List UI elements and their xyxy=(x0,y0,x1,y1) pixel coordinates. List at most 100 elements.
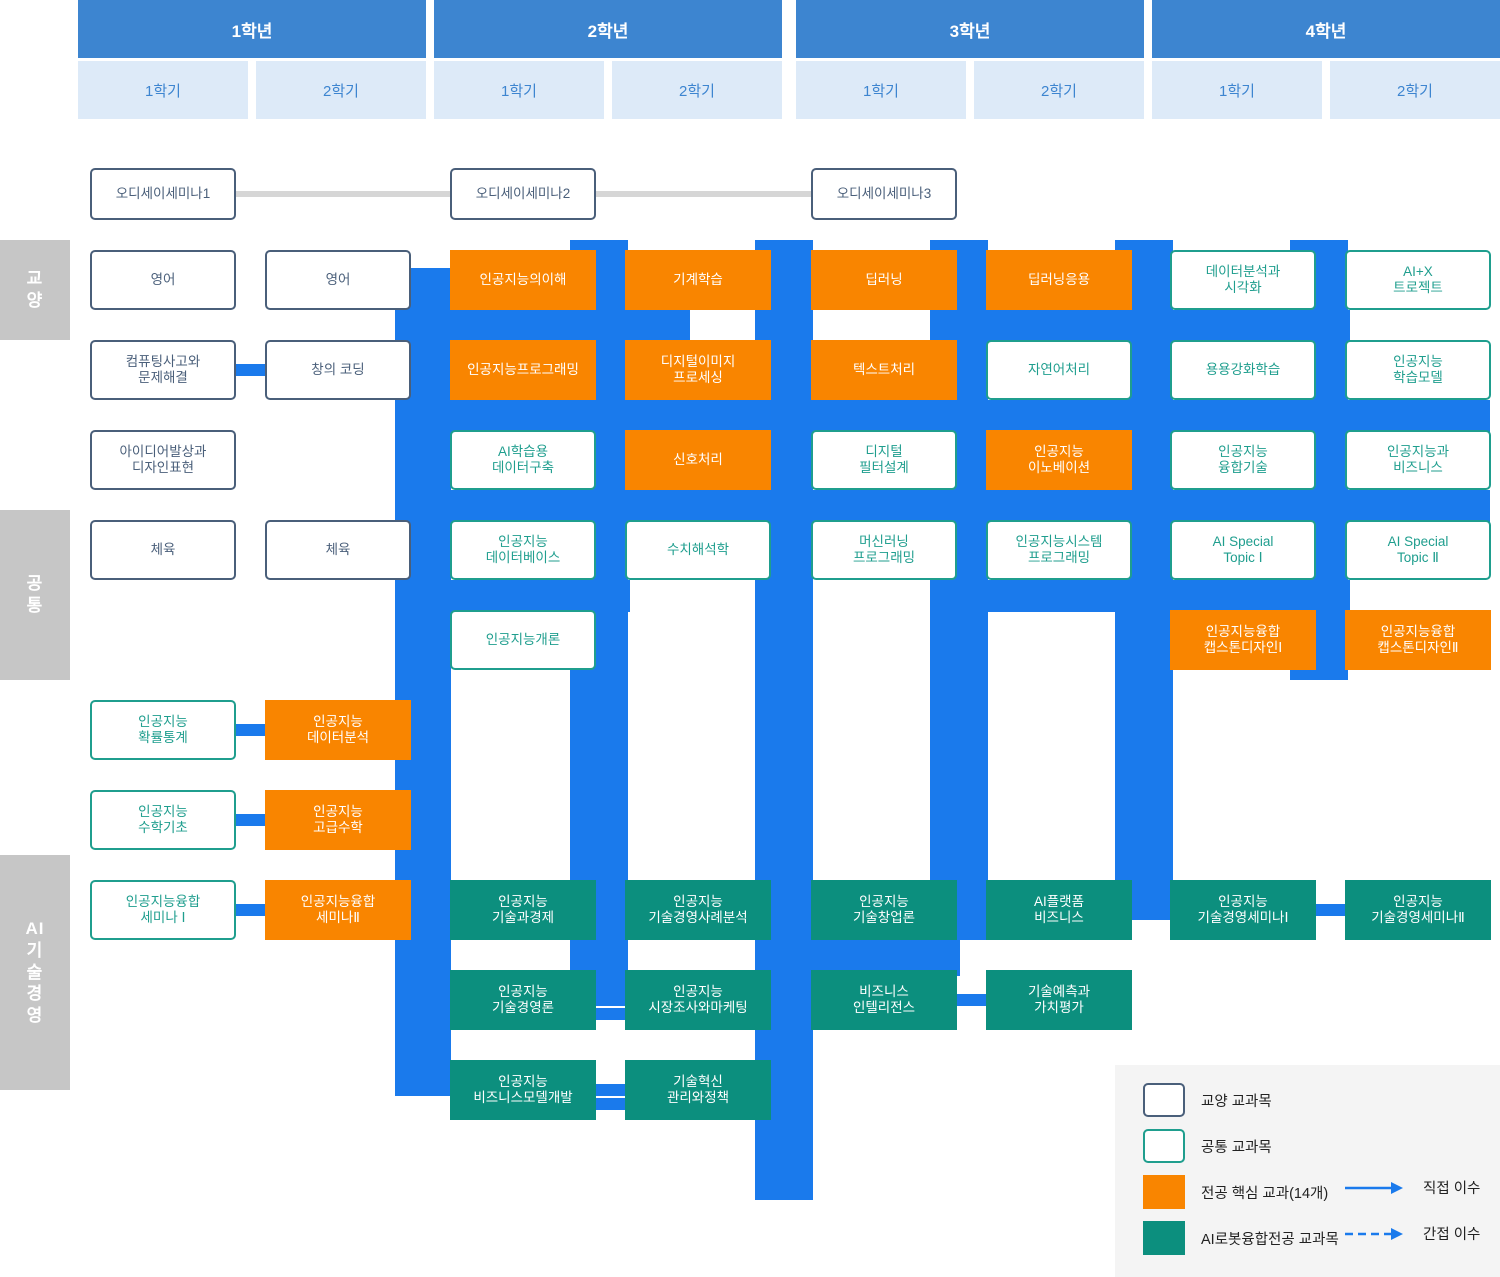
course-box[interactable]: 디지털이미지 프로세싱 xyxy=(625,340,771,400)
course-box[interactable]: 인공지능 기술경영사례분석 xyxy=(625,880,771,940)
course-box[interactable]: AI Special Topic Ⅰ xyxy=(1170,520,1316,580)
course-box[interactable]: 인공지능 기술경영세미나Ⅰ xyxy=(1170,880,1316,940)
course-box[interactable]: 인공지능 수학기초 xyxy=(90,790,236,850)
connector-band xyxy=(1316,904,1346,916)
connector-band xyxy=(596,542,626,554)
course-box[interactable]: 체육 xyxy=(90,520,236,580)
course-box[interactable]: 인공지능시스템 프로그래밍 xyxy=(986,520,1132,580)
connector-band xyxy=(430,580,630,612)
legend-swatch-airobot xyxy=(1143,1221,1185,1255)
year-header-4: 4학년 xyxy=(1152,0,1500,58)
course-box[interactable]: 영어 xyxy=(265,250,411,310)
connector-band xyxy=(236,724,266,736)
course-box[interactable]: 체육 xyxy=(265,520,411,580)
course-box[interactable]: 오디세이세미나2 xyxy=(450,168,596,220)
connector-band xyxy=(1132,904,1172,916)
connector-band xyxy=(957,272,987,284)
course-box[interactable]: 컴퓨팅사고와 문제해결 xyxy=(90,340,236,400)
course-box[interactable]: AI Special Topic Ⅱ xyxy=(1345,520,1491,580)
course-box[interactable]: 인공지능개론 xyxy=(450,610,596,670)
category-char: 영 xyxy=(26,1006,44,1026)
semester-header-5: 1학기 xyxy=(796,61,966,119)
course-box[interactable]: 인공지능 데이터베이스 xyxy=(450,520,596,580)
connector-band xyxy=(957,372,987,380)
legend-label: AI로봇융합전공 교과목 xyxy=(1201,1231,1339,1248)
connector-band xyxy=(1316,272,1346,284)
connector-band xyxy=(1132,362,1172,374)
course-box[interactable]: 영어 xyxy=(90,250,236,310)
course-box[interactable]: 딥러닝응용 xyxy=(986,250,1132,310)
course-box[interactable]: 텍스트처리 xyxy=(811,340,957,400)
course-box[interactable]: 인공지능 기술창업론 xyxy=(811,880,957,940)
course-box[interactable]: 인공지능융합 캡스톤디자인Ⅰ xyxy=(1170,610,1316,670)
course-box[interactable]: 데이터분석과 시각화 xyxy=(1170,250,1316,310)
semester-header-3: 1학기 xyxy=(434,61,604,119)
course-box[interactable]: 인공지능 기술경영론 xyxy=(450,970,596,1030)
semester-header-4: 2학기 xyxy=(612,61,782,119)
connector-band xyxy=(957,904,987,916)
category-char: 술 xyxy=(26,962,44,982)
connector-band xyxy=(930,310,1350,342)
course-box[interactable]: 인공지능프로그래밍 xyxy=(450,340,596,400)
course-box[interactable]: 인공지능 이노베이션 xyxy=(986,430,1132,490)
course-box[interactable]: 오디세이세미나3 xyxy=(811,168,957,220)
course-box[interactable]: 인공지능 확률통계 xyxy=(90,700,236,760)
semester-header-8: 2학기 xyxy=(1330,61,1500,119)
semester-header-6: 2학기 xyxy=(974,61,1144,119)
course-box[interactable]: 인공지능과 비즈니스 xyxy=(1345,430,1491,490)
course-box[interactable]: 인공지능융합 세미나Ⅱ xyxy=(265,880,411,940)
course-box[interactable]: 기술예측과 가치평가 xyxy=(986,970,1132,1030)
course-box[interactable]: 기계학습 xyxy=(625,250,771,310)
course-box[interactable]: 딥러닝 xyxy=(811,250,957,310)
connector-band xyxy=(236,364,266,376)
category-char: 양 xyxy=(26,291,44,310)
legend-arrow-label: 간접 이수 xyxy=(1423,1227,1481,1243)
course-box[interactable]: 기술혁신 관리와정책 xyxy=(625,1060,771,1120)
course-box[interactable]: 인공지능 데이터분석 xyxy=(265,700,411,760)
legend-arrow-dashed: 간접 이수 xyxy=(1345,1223,1480,1244)
course-box[interactable]: 인공지능융합 캡스톤디자인Ⅱ xyxy=(1345,610,1491,670)
course-box[interactable]: 자연어처리 xyxy=(986,340,1132,400)
course-box[interactable]: 인공지능 시장조사와마케팅 xyxy=(625,970,771,1030)
category-char: 기 xyxy=(26,940,44,960)
legend-item-major: 전공 핵심 교과(14개) xyxy=(1143,1175,1328,1209)
connector-band xyxy=(771,362,813,374)
course-box[interactable]: 신호처리 xyxy=(625,430,771,490)
connector-band xyxy=(596,1084,626,1096)
course-box[interactable]: 인공지능 기술과경제 xyxy=(450,880,596,940)
connector-band xyxy=(1132,542,1172,554)
connector-band xyxy=(1316,362,1346,374)
connector-band xyxy=(957,994,987,1006)
course-box[interactable]: 용용강화학습 xyxy=(1170,340,1316,400)
course-box[interactable]: 머신러닝 프로그래밍 xyxy=(811,520,957,580)
course-box[interactable]: 아이디어발상과 디자인표현 xyxy=(90,430,236,490)
course-box[interactable]: 디지털 필터설계 xyxy=(811,430,957,490)
course-box[interactable]: 인공지능 고급수학 xyxy=(265,790,411,850)
course-box[interactable]: AI학습용 데이터구축 xyxy=(450,430,596,490)
course-box[interactable]: AI+X 트로젝트 xyxy=(1345,250,1491,310)
course-box[interactable]: 비즈니스 인텔리전스 xyxy=(811,970,957,1030)
connector-band xyxy=(957,542,987,554)
connector-band xyxy=(430,400,1490,432)
semester-header-2: 2학기 xyxy=(256,61,426,119)
course-box[interactable]: 인공지능 비즈니스모델개발 xyxy=(450,1060,596,1120)
category-char: 경 xyxy=(26,984,44,1004)
course-box[interactable]: 인공지능융합 세미나 Ⅰ xyxy=(90,880,236,940)
connector-band xyxy=(236,904,266,916)
legend-label: 공통 교과목 xyxy=(1201,1139,1272,1156)
course-box[interactable]: 인공지능 학습모델 xyxy=(1345,340,1491,400)
solid-arrow-icon xyxy=(1345,1181,1403,1194)
course-box[interactable]: 인공지능 융합기술 xyxy=(1170,430,1316,490)
seminar-link-line xyxy=(236,191,450,197)
course-box[interactable]: 오디세이세미나1 xyxy=(90,168,236,220)
course-box[interactable]: AI플랫폼 비즈니스 xyxy=(986,880,1132,940)
course-box[interactable]: 인공지능 기술경영세미나Ⅱ xyxy=(1345,880,1491,940)
category-char: 공 xyxy=(26,574,44,594)
course-box[interactable]: 창의 코딩 xyxy=(265,340,411,400)
course-box[interactable]: 수치해석학 xyxy=(625,520,771,580)
course-box[interactable]: 인공지능의이해 xyxy=(450,250,596,310)
